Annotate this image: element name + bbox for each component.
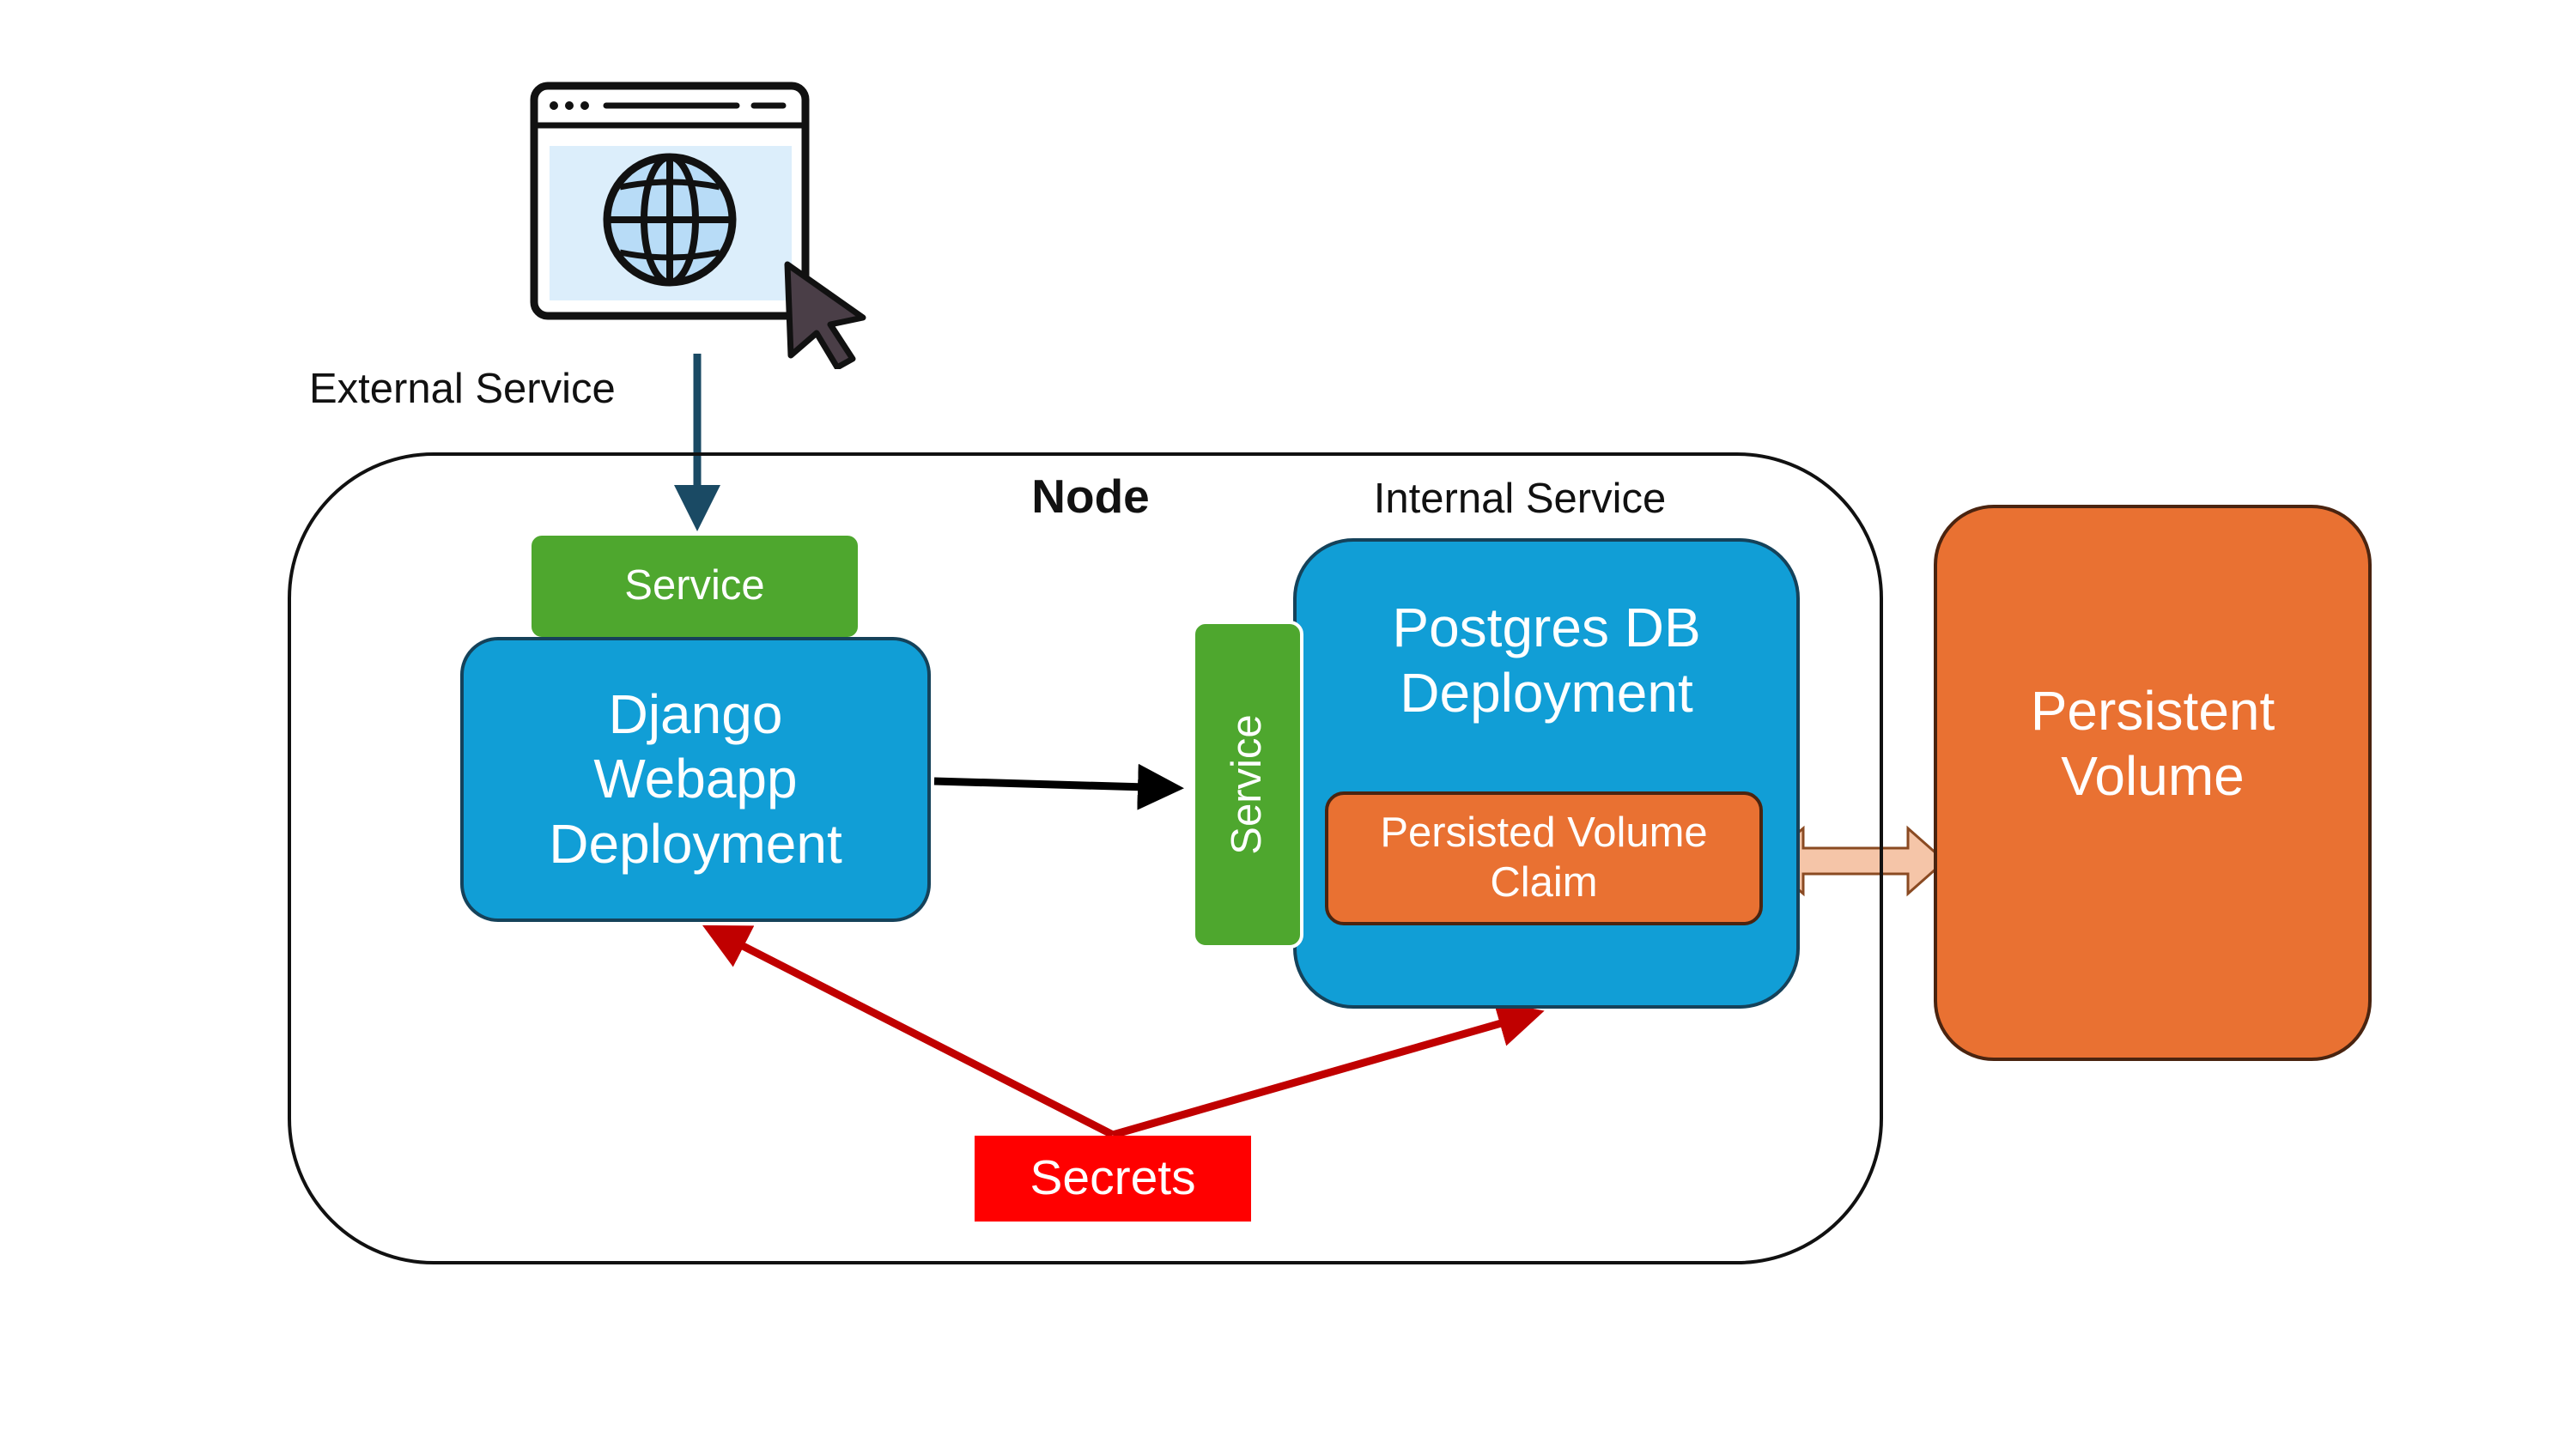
mouse-pointer-icon bbox=[784, 261, 866, 369]
browser-window-globe-icon bbox=[530, 82, 810, 320]
node-container bbox=[288, 452, 1883, 1264]
postgres-deployment-label: Postgres DB Deployment bbox=[1392, 597, 1701, 724]
secrets-to-django-arrow bbox=[702, 925, 1115, 1139]
internal-service-label: Internal Service bbox=[1373, 476, 1667, 523]
persistent-volume-box: Persistent Volume bbox=[1934, 505, 2372, 1061]
secrets-to-postgres-arrow bbox=[1111, 1001, 1545, 1139]
postgres-service-label: Service bbox=[1224, 714, 1271, 855]
postgres-service-box bbox=[1192, 621, 1303, 949]
external-service-label: External Service bbox=[309, 366, 616, 413]
django-to-postgres-arrow bbox=[933, 763, 1184, 810]
node-title: Node bbox=[1031, 469, 1150, 523]
django-service-box: Service bbox=[528, 532, 861, 640]
secrets-box: Secrets bbox=[975, 1136, 1251, 1222]
postgres-deployment-box bbox=[1293, 538, 1800, 1009]
persisted-volume-claim-box: Persisted Volume Claim bbox=[1325, 791, 1763, 925]
django-deployment-box: Django Webapp Deployment bbox=[460, 637, 931, 922]
